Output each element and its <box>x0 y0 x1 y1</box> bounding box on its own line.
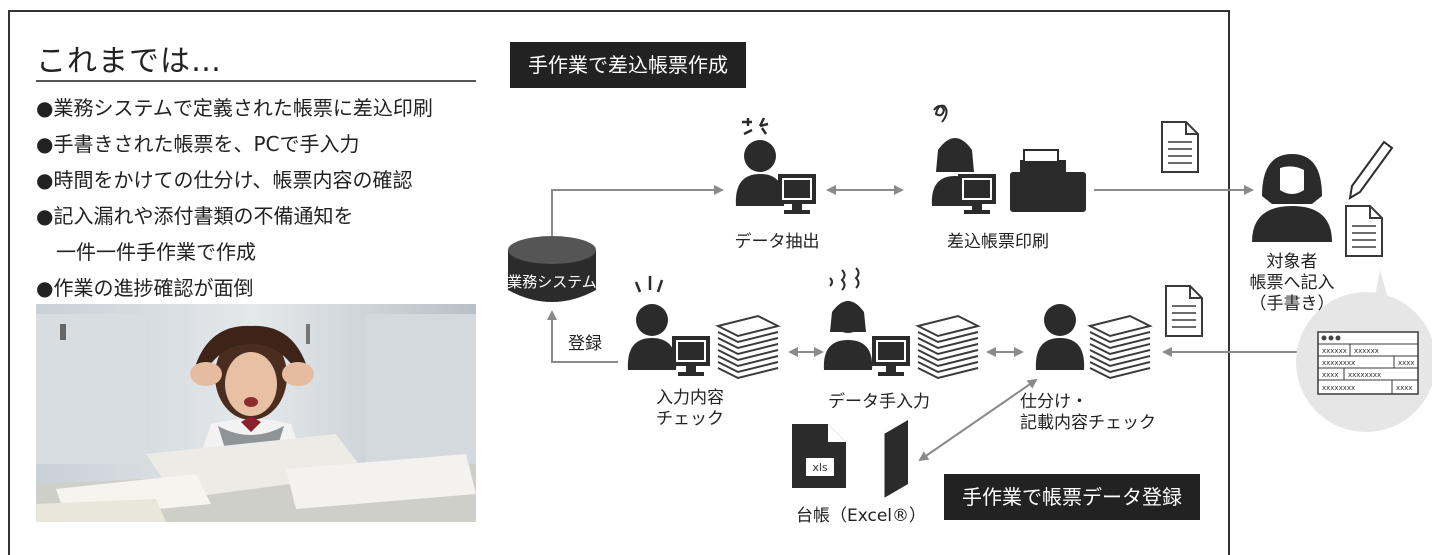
arrow-ledger <box>918 378 1038 462</box>
xls-label: xls <box>812 461 828 474</box>
document-icon <box>1345 205 1383 257</box>
print-label: 差込帳票印刷 <box>947 232 1049 252</box>
svg-text:xxxxxxxx: xxxxxxxx <box>1348 371 1381 379</box>
list-item: ●手書きされた帳票を、PCで手入力 <box>36 132 360 156</box>
extract-person-icon <box>735 140 816 214</box>
stressed-worker-photo <box>36 304 476 522</box>
check-label-line: チェック <box>656 409 724 429</box>
check-person-icon <box>627 304 710 376</box>
form-bubble-icon: xxxxxx xxxxxx xxxxxxxx xxxx xxxx xxxxxxx… <box>1296 270 1432 432</box>
svg-text:xxxxxx: xxxxxx <box>1354 347 1379 355</box>
sort-person-icon <box>1035 304 1085 370</box>
excel-file-icon <box>792 424 846 488</box>
check-label: 入力内容 チェック <box>640 388 740 430</box>
document-icon <box>1165 285 1203 337</box>
manual-input-label: データ手入力 <box>828 392 930 412</box>
page-title: これまでは… <box>36 44 222 79</box>
content-frame <box>8 10 1230 555</box>
problem-list: ●業務システムで定義された帳票に差込印刷 ●手書きされた帳票を、PCで手入力 ●… <box>36 90 433 306</box>
stack-icon <box>917 315 979 379</box>
list-item: ●作業の進捗確認が面倒 <box>36 276 254 300</box>
list-item: ●時間をかけての仕分け、帳票内容の確認 <box>36 168 413 192</box>
manual-data-registration-tag: 手作業で帳票データ登録 <box>944 474 1200 520</box>
angry-mark-icon <box>742 117 769 136</box>
target-label: 対象者 帳票へ記入 （手書き） <box>1232 252 1352 315</box>
svg-text:xxxx: xxxx <box>1398 359 1415 367</box>
manual-form-creation-tag: 手作業で差込帳票作成 <box>510 42 746 88</box>
stack-icon <box>1089 315 1151 379</box>
ledger-book-icon <box>883 420 908 498</box>
sort-label: 仕分け・ 記載内容チェック <box>1020 392 1180 434</box>
arrow-db-to-extract <box>551 185 724 240</box>
print-woman-icon <box>931 138 996 214</box>
target-label-line: 対象者 <box>1266 252 1318 272</box>
target-label-line: （手書き） <box>1249 294 1335 314</box>
svg-text:xxxxxxxx: xxxxxxxx <box>1322 359 1355 367</box>
input-woman-icon <box>823 301 910 376</box>
database-label: 業務システム <box>507 273 597 291</box>
stress-mark-icon <box>634 276 664 293</box>
arrow-register <box>547 310 618 363</box>
svg-text:xxxx: xxxx <box>1396 384 1413 392</box>
list-item: ●業務システムで定義された帳票に差込印刷 <box>36 96 433 120</box>
database-icon <box>508 236 596 302</box>
document-icon <box>1161 121 1199 173</box>
svg-text:xxxxxxxx: xxxxxxxx <box>1322 384 1355 392</box>
target-person-icon <box>1252 154 1332 242</box>
title-underline <box>36 80 476 82</box>
sort-label-line: 記載内容チェック <box>1020 413 1156 433</box>
squiggle-mark-icon <box>829 267 860 291</box>
svg-text:xxxxxx: xxxxxx <box>1322 347 1347 355</box>
stack-icon <box>717 315 779 379</box>
check-label-line: 入力内容 <box>656 388 724 408</box>
register-label: 登録 <box>568 334 602 354</box>
target-label-line: 帳票へ記入 <box>1249 273 1335 293</box>
ledger-label: 台帳（Excel®） <box>795 506 927 526</box>
spiral-mark-icon <box>933 104 948 123</box>
svg-text:xxxx: xxxx <box>1322 371 1339 379</box>
pen-icon <box>1348 140 1394 200</box>
printer-icon <box>1010 149 1086 212</box>
list-item: ●記入漏れや添付書類の不備通知を <box>36 204 354 228</box>
extract-label: データ抽出 <box>734 232 820 252</box>
sort-label-line: 仕分け・ <box>1020 392 1088 412</box>
list-item: 一件一件手作業で作成 <box>36 240 256 264</box>
